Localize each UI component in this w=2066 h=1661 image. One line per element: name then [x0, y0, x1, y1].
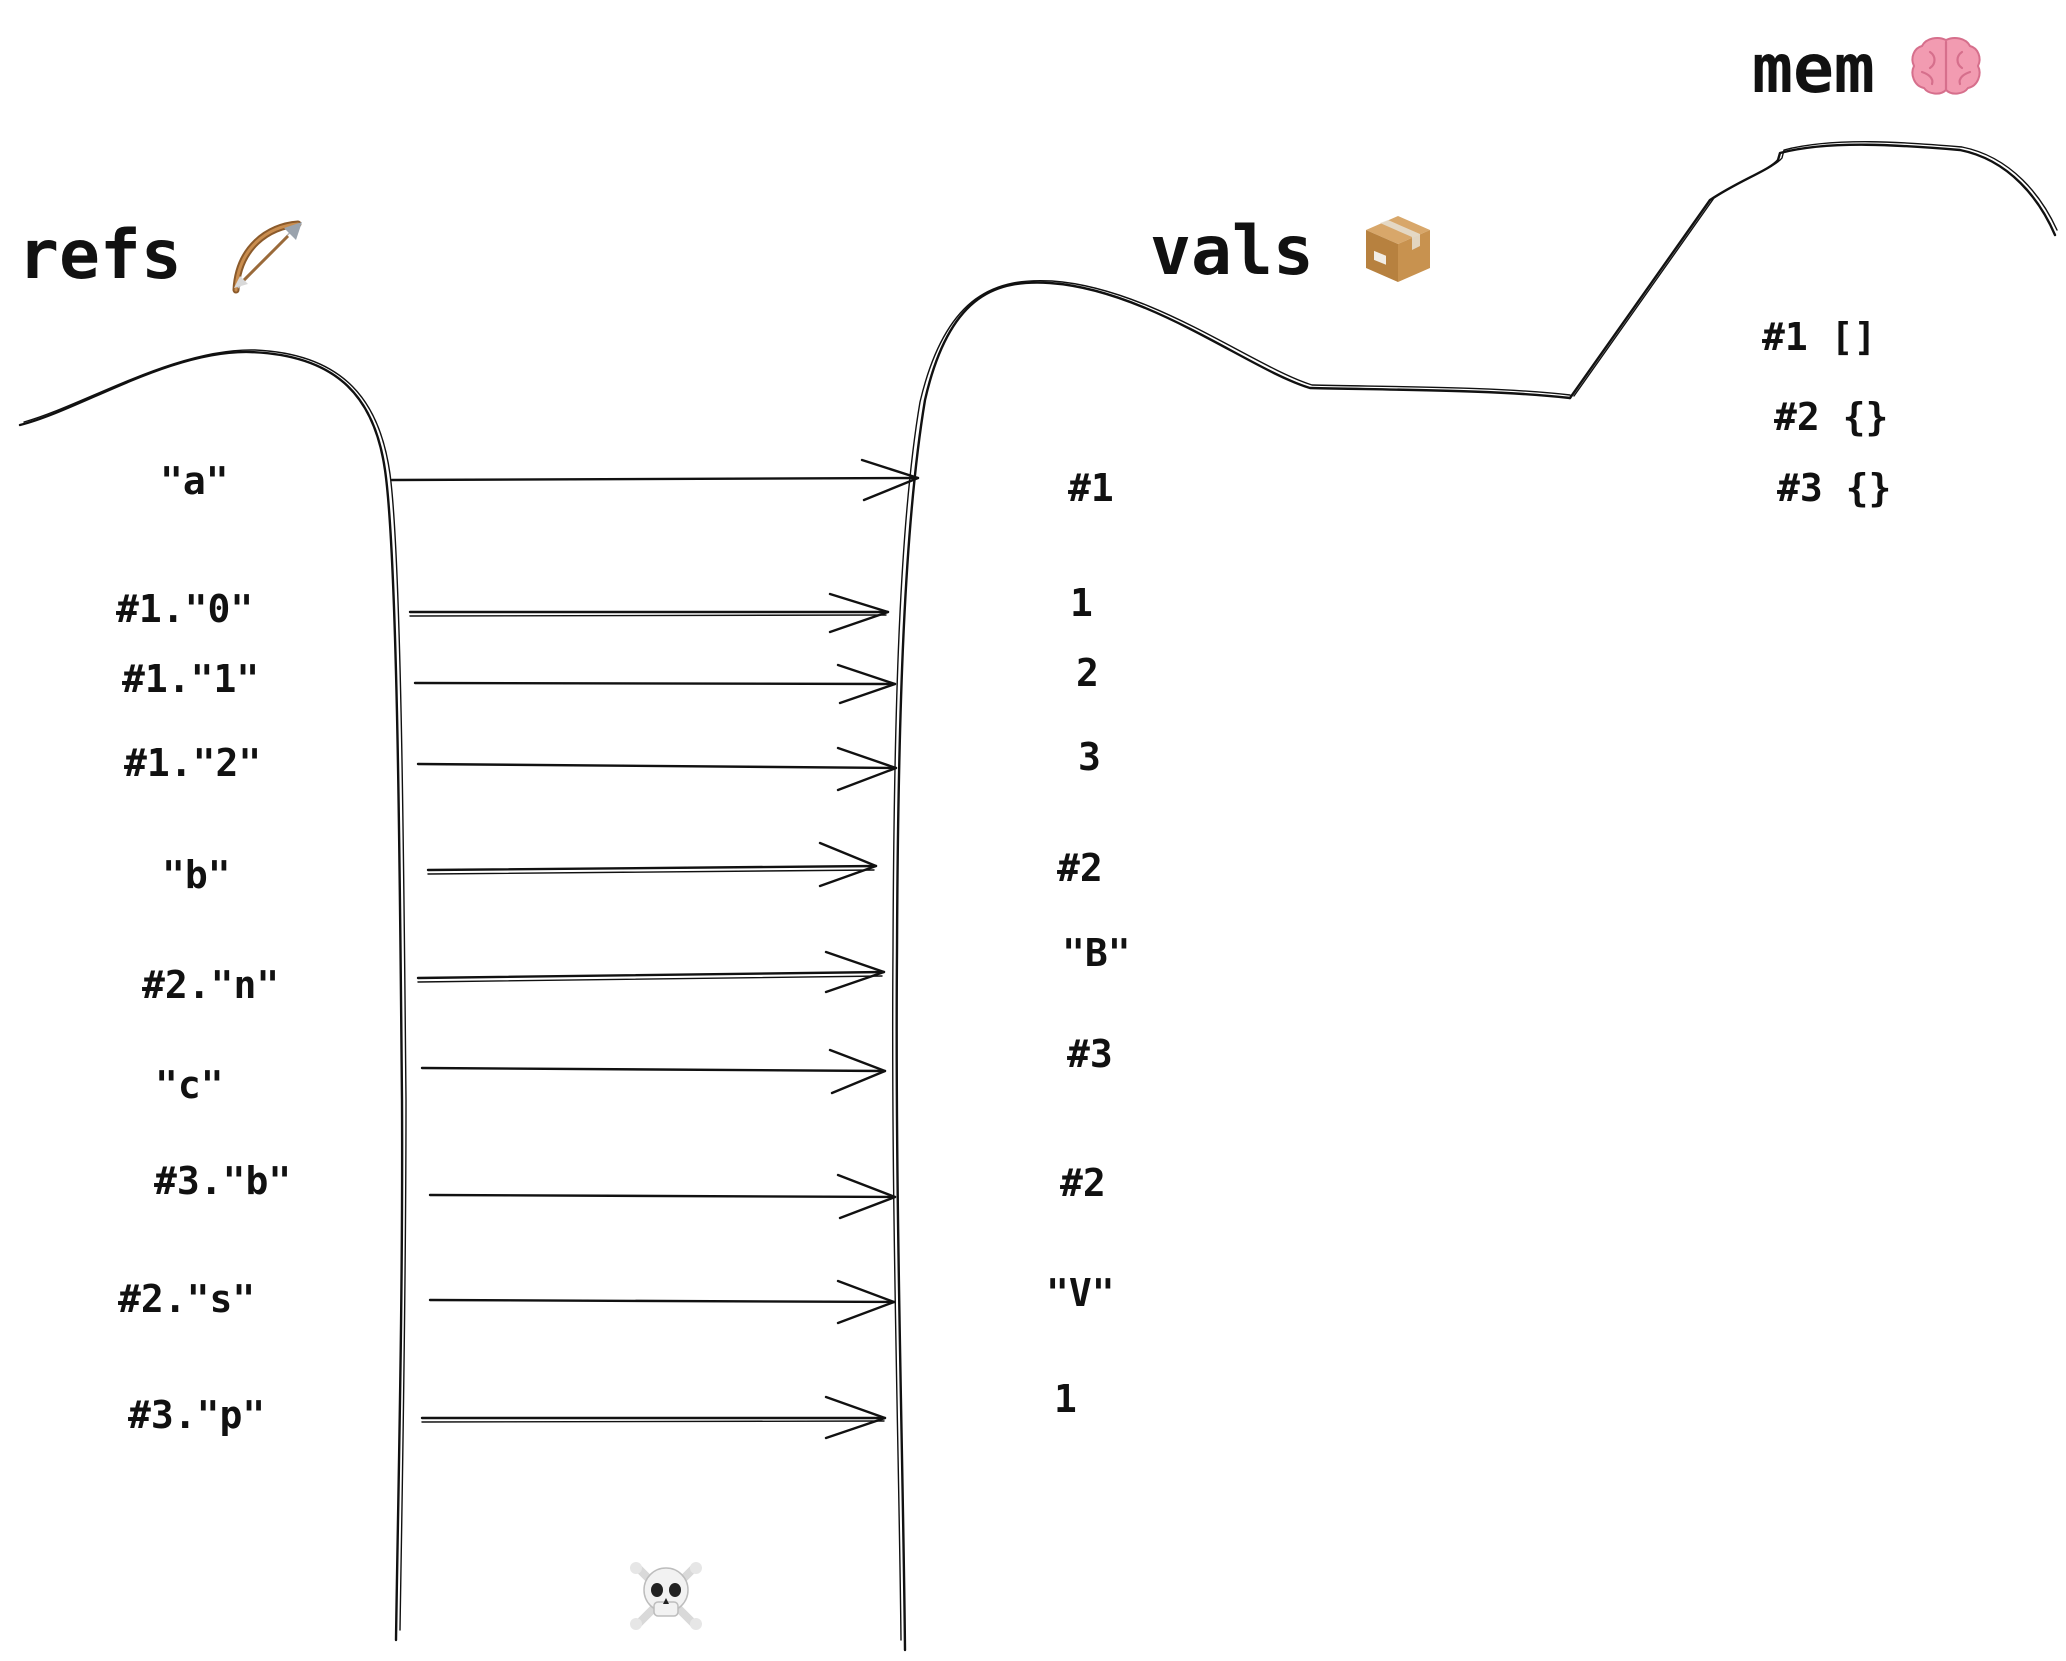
mem-item: #3 {} — [1777, 466, 1892, 510]
val-label: #3 — [1067, 1032, 1113, 1076]
val-label: "V" — [1046, 1271, 1115, 1315]
val-label: #2 — [1057, 846, 1103, 890]
val-label: 1 — [1070, 581, 1093, 625]
ref-label: #3."b" — [154, 1159, 292, 1203]
arrow — [428, 1173, 897, 1220]
arrow — [420, 1395, 887, 1440]
vals-title: vals — [1150, 212, 1314, 291]
ref-label: #2."n" — [142, 963, 280, 1007]
val-label: 1 — [1054, 1377, 1077, 1421]
vals-hill-outline — [895, 281, 1572, 1652]
mem-hill-outline — [1568, 143, 2057, 400]
val-label: "B" — [1062, 931, 1131, 975]
ref-label: "a" — [160, 459, 229, 503]
ref-label: "c" — [155, 1063, 224, 1107]
ref-label: #1."0" — [116, 587, 254, 631]
arrow — [416, 950, 886, 994]
ref-label: #3."p" — [128, 1393, 266, 1437]
arrow — [390, 458, 920, 502]
refs-hill-outline — [18, 350, 404, 1642]
mem-item: #1 [] — [1762, 315, 1877, 359]
ref-label: #1."1" — [122, 657, 260, 701]
arrow — [426, 841, 878, 888]
arrow — [420, 1048, 887, 1095]
arrow — [428, 1279, 896, 1325]
ref-label: "b" — [162, 853, 231, 897]
val-label: #2 — [1060, 1161, 1106, 1205]
refs-title: refs — [18, 216, 182, 295]
arrow — [416, 746, 898, 792]
arrow — [413, 663, 897, 705]
arrows — [390, 458, 920, 1440]
bow-and-arrow-icon — [232, 220, 302, 294]
brain-icon — [1911, 37, 1981, 95]
val-label: #1 — [1068, 466, 1114, 510]
arrow — [408, 592, 890, 634]
ref-label: #2."s" — [118, 1277, 256, 1321]
skull-crossbones-icon — [630, 1562, 702, 1630]
val-label: 2 — [1076, 651, 1099, 695]
ref-label: #1."2" — [124, 741, 262, 785]
package-icon — [1366, 216, 1430, 282]
val-label: 3 — [1078, 735, 1101, 779]
mem-title: mem — [1752, 30, 1875, 109]
mem-item: #2 {} — [1774, 395, 1889, 439]
